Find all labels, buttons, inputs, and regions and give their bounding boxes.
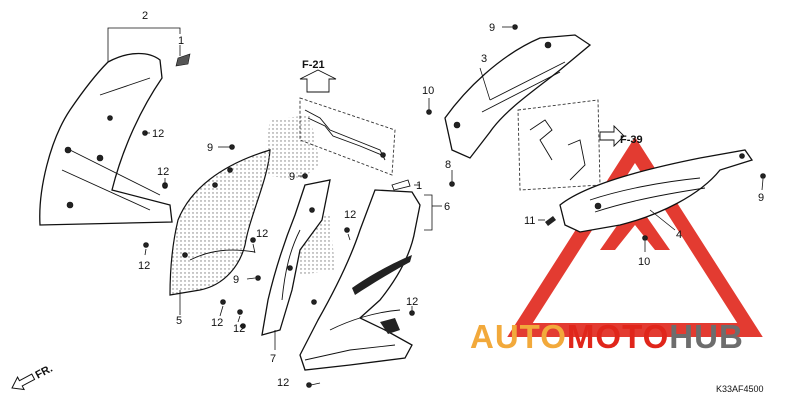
label-9: 9 <box>233 274 239 286</box>
part-labels: 2 1 12 12 12 9 9 12 9 5 12 12 12 7 12 12… <box>138 10 764 389</box>
lower-cover-part <box>559 149 754 233</box>
bracket-shade <box>262 115 320 180</box>
label-10: 10 <box>638 256 650 268</box>
label-10: 10 <box>422 85 434 97</box>
label-12: 12 <box>277 377 289 389</box>
label-1: 1 <box>178 35 184 47</box>
f21-reference <box>299 69 337 93</box>
label-7: 7 <box>270 353 276 365</box>
label-3: 3 <box>481 53 487 65</box>
leader-lines <box>107 26 764 386</box>
label-12: 12 <box>138 260 150 272</box>
ref-f39: F-39 <box>620 134 643 146</box>
f39-bracket <box>517 99 625 191</box>
label-9: 9 <box>489 22 495 34</box>
diagram-code: K33AF4500 <box>716 384 764 394</box>
bracket-assembly <box>299 97 396 176</box>
label-2: 2 <box>142 10 148 22</box>
middle-cowl-part <box>261 179 331 336</box>
label-11: 11 <box>524 215 535 227</box>
label-5: 5 <box>176 315 182 327</box>
label-12: 12 <box>344 209 356 221</box>
label-12: 12 <box>233 323 245 335</box>
label-12: 12 <box>256 228 268 240</box>
watermark-logo <box>507 136 763 337</box>
inner-panel-part <box>169 149 271 296</box>
watermark-text: AUTOMOTOHUB <box>470 318 744 355</box>
label-12: 12 <box>406 296 418 308</box>
label-9: 9 <box>289 171 295 183</box>
label-9: 9 <box>207 142 213 154</box>
label-12: 12 <box>211 317 223 329</box>
label-plate <box>391 179 411 191</box>
visor-part <box>444 34 592 159</box>
label-6: 6 <box>444 201 450 213</box>
upper-cowl-part <box>39 52 173 226</box>
svg-text:AUTOMOTOHUB: AUTOMOTOHUB <box>470 318 744 355</box>
front-label: FR. <box>33 363 54 382</box>
label-12: 12 <box>152 128 164 140</box>
label-12: 12 <box>157 166 169 178</box>
side-cowl-part <box>299 189 421 371</box>
label-9: 9 <box>758 192 764 204</box>
front-direction-arrow: FR. <box>11 363 55 391</box>
emblem-part <box>175 53 191 67</box>
label-8: 8 <box>445 159 451 171</box>
ref-f21: F-21 <box>302 59 325 71</box>
label-4: 4 <box>676 229 682 241</box>
label-1: 1 <box>416 180 422 192</box>
